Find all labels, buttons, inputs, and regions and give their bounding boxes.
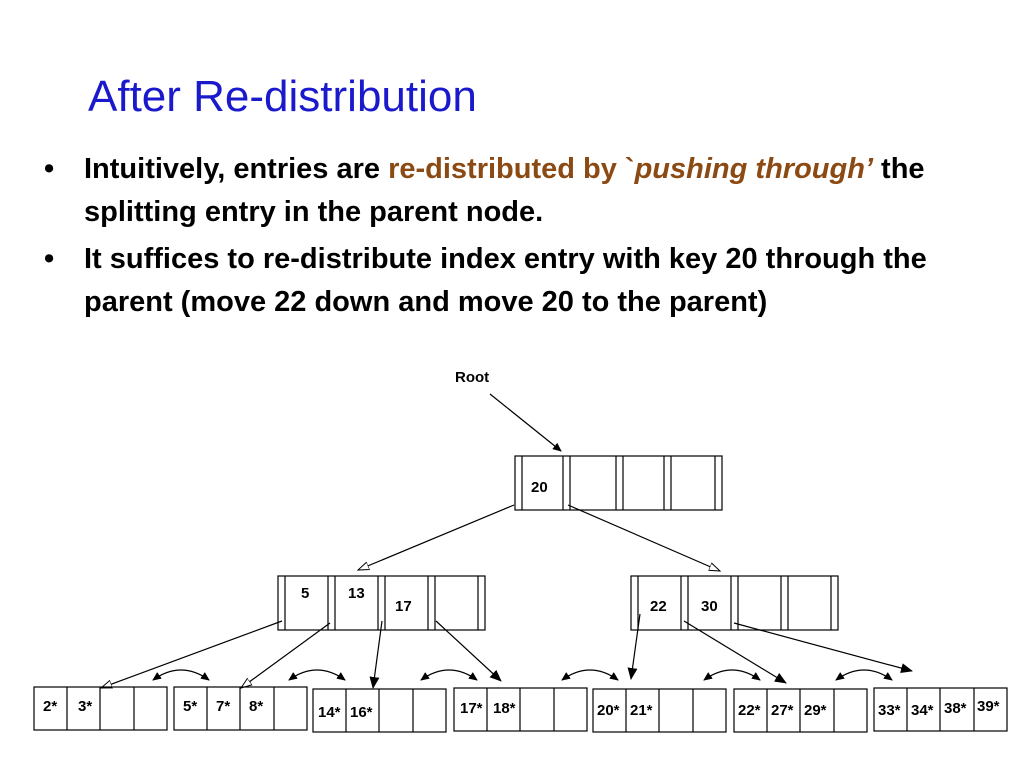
leaf-node-5 — [592, 688, 727, 733]
leaf-2-entry-2: 7* — [216, 698, 230, 715]
leaf-2-entry-1: 5* — [183, 698, 197, 715]
leaf-node-2 — [173, 686, 308, 731]
leaf-5-entry-1: 20* — [597, 702, 620, 719]
highlight-text: re-distributed by ` — [388, 153, 635, 185]
left-index-key-5: 5 — [301, 585, 309, 602]
leaf-7-entry-2: 34* — [911, 702, 934, 719]
bullet-text: It suffices to re-distribute index entry… — [84, 243, 927, 318]
right-index-node — [630, 575, 839, 631]
leaf-6-entry-3: 29* — [804, 702, 827, 719]
leaf-node-1 — [33, 686, 168, 731]
leaf-7-entry-3: 38* — [944, 700, 967, 717]
bullet-marker: • — [44, 243, 55, 275]
leaf-7-entry-1: 33* — [878, 702, 901, 719]
root-to-left-arrow — [358, 504, 515, 570]
leaf-7-entry-4: 39* — [977, 698, 1000, 715]
bullet-text: Intuitively, entries are — [84, 153, 389, 185]
leaf-1-entry-1: 2* — [43, 698, 57, 715]
root-to-right-arrow — [567, 504, 720, 571]
leaf-1-entry-2: 3* — [78, 698, 92, 715]
root-node — [514, 455, 723, 511]
left-index-key-17: 17 — [395, 598, 412, 615]
sibling-links — [152, 669, 893, 681]
root-key-20: 20 — [531, 479, 548, 496]
left-index-key-13: 13 — [348, 585, 365, 602]
bullet-item-2: • It suffices to re-distribute index ent… — [44, 238, 1004, 324]
highlight-italic-text: pushing through — [634, 153, 865, 185]
leaf-2-entry-3: 8* — [249, 698, 263, 715]
leaf-6-entry-2: 27* — [771, 702, 794, 719]
closing-quote: ’ — [864, 153, 873, 185]
leaf-node-7 — [873, 687, 1008, 732]
right-index-key-22: 22 — [650, 598, 667, 615]
leaf-node-3 — [312, 688, 447, 733]
leaf-6-entry-1: 22* — [738, 702, 761, 719]
index-to-leaf-pointers — [101, 613, 913, 689]
bullet-text-end: the splitting entry in the parent node. — [84, 153, 925, 228]
slide-title: After Re-distribution — [88, 72, 477, 121]
bullet-list: • Intuitively, entries are re-distribute… — [44, 148, 1004, 328]
root-label: Root — [455, 369, 489, 386]
leaf-4-entry-2: 18* — [493, 700, 516, 717]
leaf-node-6 — [733, 688, 868, 733]
left-index-node — [277, 575, 486, 631]
root-pointer-arrow — [489, 393, 562, 452]
leaf-3-entry-1: 14* — [318, 704, 341, 721]
leaf-node-4 — [453, 687, 588, 732]
bullet-item-1: • Intuitively, entries are re-distribute… — [44, 148, 1004, 234]
leaf-5-entry-2: 21* — [630, 702, 653, 719]
bullet-marker: • — [44, 153, 55, 185]
leaf-4-entry-1: 17* — [460, 700, 483, 717]
leaf-3-entry-2: 16* — [350, 704, 373, 721]
right-index-key-30: 30 — [701, 598, 718, 615]
